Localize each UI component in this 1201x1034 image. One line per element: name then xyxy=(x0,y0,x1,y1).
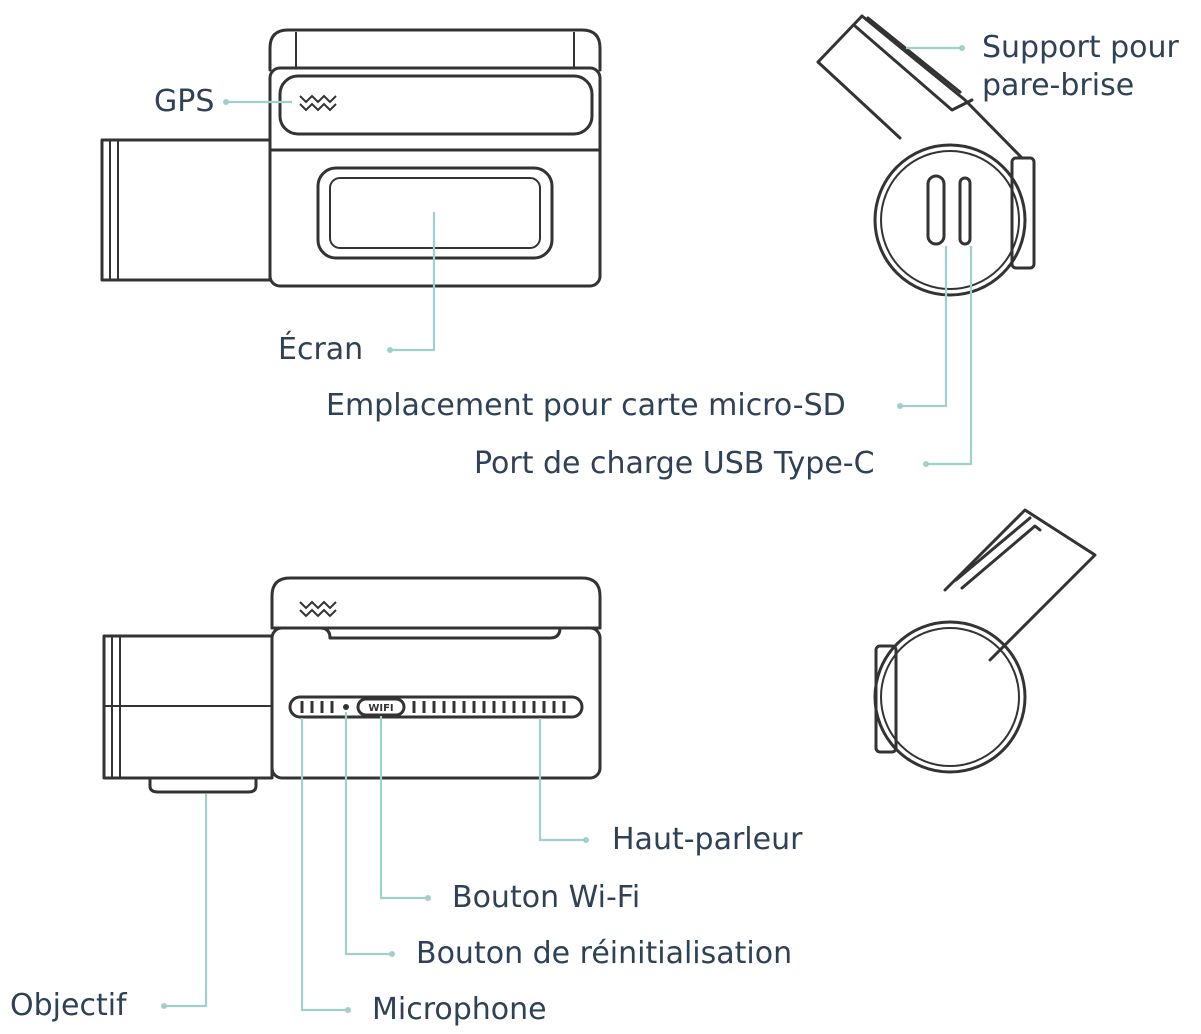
camera-front-view xyxy=(100,28,602,288)
speaker-grille xyxy=(300,701,566,713)
gps-zigzag-mark xyxy=(299,94,337,112)
wifi-button-shape xyxy=(356,697,406,717)
leader-screen xyxy=(390,212,436,352)
camera-bottom-view: WIFI xyxy=(102,576,602,794)
leader-lens xyxy=(164,794,208,1008)
label-windshield-mount-line1: Support pour xyxy=(982,30,1179,65)
label-wifi-button: Bouton Wi-Fi xyxy=(452,880,641,915)
label-usb-port: Port de charge USB Type-C xyxy=(474,446,875,481)
leader-usb xyxy=(926,246,973,466)
label-gps: GPS xyxy=(154,84,215,119)
leader-speaker xyxy=(538,718,586,842)
label-screen: Écran xyxy=(278,332,364,367)
gps-zigzag-mark-bottom xyxy=(299,600,337,618)
wifi-button-engraving: WIFI xyxy=(368,703,393,714)
label-reset-button: Bouton de réinitialisation xyxy=(416,936,793,971)
leader-microsd xyxy=(900,246,948,408)
mount-side-view xyxy=(816,14,1036,297)
label-lens: Objectif xyxy=(10,988,127,1023)
label-speaker: Haut-parleur xyxy=(612,822,803,857)
leader-lines xyxy=(161,45,973,1013)
leader-reset xyxy=(344,712,392,956)
leader-microphone xyxy=(300,718,348,1012)
reset-pinhole xyxy=(343,704,349,710)
label-windshield-mount-line2: pare-brise xyxy=(982,68,1135,103)
leader-wifi xyxy=(379,716,428,900)
label-microphone: Microphone xyxy=(372,992,547,1027)
label-microsd-slot: Emplacement pour carte micro-SD xyxy=(326,388,846,423)
mount-rear-view xyxy=(873,508,1097,774)
